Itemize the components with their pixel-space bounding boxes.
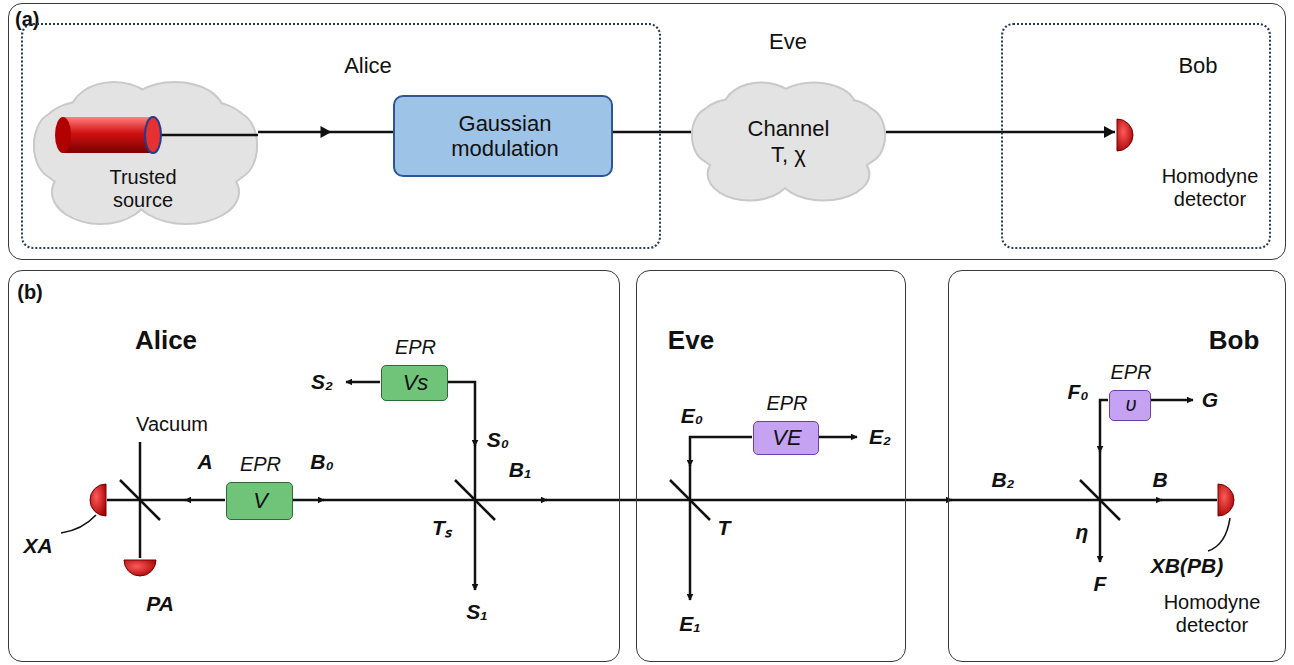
node-text: Bob	[1194, 326, 1274, 356]
panel-frame: (a) AliceTrusted source Gaussian modulatio…	[8, 3, 1286, 260]
symbol-label: B	[1152, 468, 1167, 492]
symbol-label: B₂	[991, 468, 1014, 492]
node-text: EPR	[748, 392, 826, 415]
symbol-label: Vacuum	[136, 413, 208, 436]
detector-symbol: Homodyne detector	[1115, 113, 1275, 213]
node-text: Channel T, χ	[741, 116, 836, 167]
source-cloud: Trusted source	[33, 78, 258, 228]
node-text: V	[227, 488, 294, 513]
beam-connector	[258, 126, 393, 138]
symbol-label: S₁	[466, 600, 487, 624]
node-text: VE	[754, 425, 820, 450]
symbol-label: S₀	[487, 428, 509, 452]
symbol-label: XA	[23, 534, 52, 558]
symbol-label: F₀	[1067, 380, 1088, 404]
symbol-label: T	[718, 516, 731, 540]
epr-source: EPRVs	[381, 365, 448, 401]
symbol-label: S₂	[311, 370, 333, 394]
channel-cloud: EveChannel T, χ	[691, 79, 886, 204]
node-text: Trusted source	[88, 166, 198, 212]
node-text: Alice	[318, 53, 418, 78]
party-region: AliceTrusted source Gaussian modulation	[21, 23, 661, 249]
symbol-label: PA	[146, 592, 174, 616]
node-text: Alice	[106, 326, 226, 356]
node-text: EPR	[376, 336, 455, 359]
node-text: (a)	[15, 8, 55, 31]
symbol-label: A	[197, 450, 212, 474]
symbol-label: Homodyne detector	[1150, 591, 1275, 637]
symbol-label: E₀	[681, 404, 703, 428]
epr-source: EPRV	[226, 482, 293, 520]
node-text: EPR	[1092, 361, 1170, 384]
party-region: BobHomodyne detector	[1001, 23, 1271, 249]
process-box: Gaussian modulation	[393, 95, 613, 177]
symbol-label: E₁	[679, 612, 700, 636]
node-text: υ	[1110, 393, 1152, 416]
symbol-label: B₁	[509, 458, 532, 482]
node-text: Eve	[738, 29, 838, 54]
symbol-label: G	[1202, 388, 1218, 412]
symbol-label: η	[1076, 520, 1089, 544]
symbol-label: XB(PB)	[1151, 554, 1223, 578]
symbol-label: Tₛ	[432, 516, 452, 540]
node-text: Vs	[382, 370, 449, 395]
node-text: Bob	[1163, 53, 1233, 78]
symbol-label: E₂	[869, 425, 891, 449]
symbol-label: B₀	[310, 450, 333, 474]
node-text: Gaussian modulation	[415, 111, 595, 162]
epr-source: EPRυ	[1109, 390, 1151, 421]
node-text: EPR	[221, 453, 300, 476]
beam-connector	[613, 132, 691, 133]
node-text: Eve	[655, 326, 727, 356]
party-panel: EveEPRVE	[636, 270, 906, 662]
symbol-label: F	[1094, 572, 1107, 596]
symbol-label: (b)	[17, 281, 43, 304]
node-text: Homodyne detector	[1145, 165, 1275, 211]
epr-source: EPRVE	[753, 421, 819, 455]
